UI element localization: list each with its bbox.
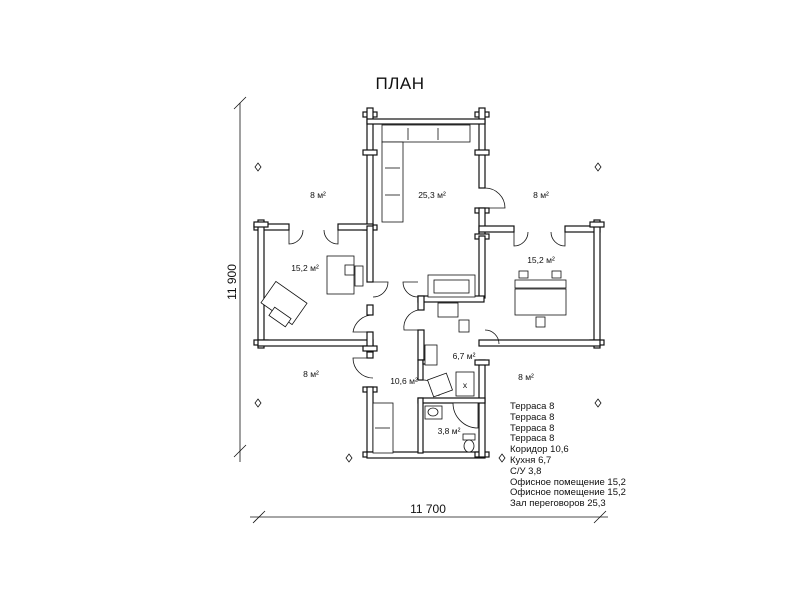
door-swing-icon	[550, 231, 566, 247]
legend-item: Терраса 8	[510, 411, 555, 423]
sofa-icon	[372, 402, 394, 454]
door-swing-icon	[484, 187, 506, 209]
legend-item: Терраса 8	[510, 401, 555, 412]
plan-title: ПЛАН	[375, 74, 425, 93]
dimension-height: 11 900	[225, 264, 239, 300]
column-marker-icon	[594, 162, 602, 172]
desk-icon	[260, 255, 364, 328]
door-swing-icon	[288, 229, 304, 245]
door-swing-icon	[352, 314, 374, 333]
door-swing-icon	[403, 309, 419, 331]
column-marker-icon	[254, 398, 262, 408]
room-label-terrace-nw: 8 м²	[310, 190, 326, 200]
legend-item: С/У 3,8	[510, 465, 542, 477]
svg-text:x: x	[463, 380, 468, 390]
walls	[253, 107, 605, 459]
shower-icon: x	[455, 371, 475, 397]
sofa-icon	[381, 124, 471, 223]
legend-item: Терраса 8	[510, 422, 555, 434]
legend-item: Офисное помещение 15,2	[510, 487, 626, 499]
column-marker-icon	[345, 453, 353, 463]
door-swing-icon	[513, 231, 529, 247]
room-labels: 8 м² 25,3 м² 8 м² 15,2 м² 15,2 м² 8 м² 6…	[291, 190, 555, 436]
dimension-width: 11 700	[410, 502, 446, 516]
column-markers	[254, 162, 602, 463]
toilet-icon	[462, 433, 476, 453]
door-swing-icon	[372, 281, 389, 298]
door-swing-icon	[323, 229, 339, 245]
shower-icon	[452, 402, 479, 429]
room-legend: Терраса 8 Терраса 8 Терраса 8 Терраса 8 …	[510, 401, 626, 510]
door-swing-icon	[484, 329, 500, 345]
stove-icon	[427, 372, 453, 398]
door-swing-icon	[352, 357, 374, 379]
legend-item: Офисное помещение 15,2	[510, 476, 626, 488]
table-icon	[514, 265, 595, 328]
stove-icon	[424, 274, 476, 366]
legend-item: Коридор 10,6	[510, 444, 569, 456]
room-label-bathroom: 3,8 м²	[438, 426, 461, 436]
room-label-terrace-ne: 8 м²	[533, 190, 549, 200]
room-label-kitchen: 6,7 м²	[453, 351, 476, 361]
legend-item: Зал переговоров 25,3	[510, 498, 606, 510]
room-label-terrace-sw: 8 м²	[303, 369, 319, 379]
legend-item: Терраса 8	[510, 433, 555, 445]
dimension-lines	[233, 96, 608, 524]
column-marker-icon	[594, 398, 602, 408]
room-label-terrace-se: 8 м²	[518, 372, 534, 382]
column-marker-icon	[254, 162, 262, 172]
room-label-corridor: 10,6 м²	[390, 376, 418, 386]
room-label-office-e: 15,2 м²	[527, 255, 555, 265]
sink-icon	[424, 405, 443, 420]
column-marker-icon	[498, 453, 506, 463]
furniture: x	[260, 124, 595, 454]
room-label-office-w: 15,2 м²	[291, 263, 319, 273]
door-swings	[288, 187, 566, 397]
door-swing-icon	[402, 281, 419, 298]
legend-item: Кухня 6,7	[510, 454, 552, 466]
room-label-hall: 25,3 м²	[418, 190, 446, 200]
